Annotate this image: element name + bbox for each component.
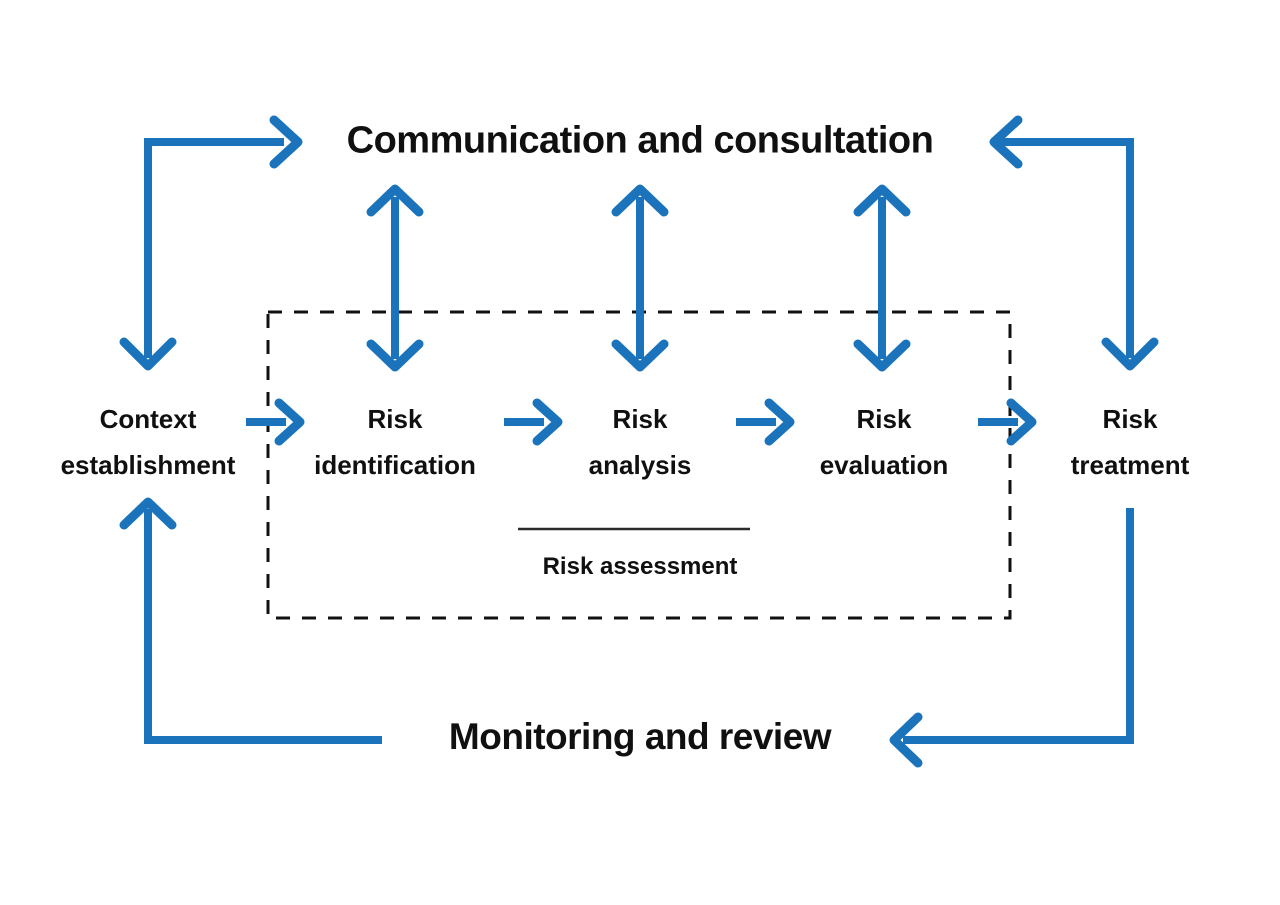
down-arrow-icon — [366, 339, 424, 372]
bottom-left-connector-line — [144, 509, 382, 744]
step-risk-evaluation: Risk evaluation — [820, 396, 949, 488]
up-arrow-icon — [119, 497, 177, 530]
down-arrow-icon — [853, 339, 911, 372]
step-label-line2: treatment — [1070, 450, 1190, 480]
step-context-establishment: Context establishment — [61, 396, 236, 488]
up-arrow-icon — [611, 184, 669, 217]
title-monitoring-and-review: Monitoring and review — [448, 716, 832, 757]
step-risk-treatment: Risk treatment — [1071, 396, 1189, 488]
step-label-line1: Risk — [1102, 404, 1158, 434]
step-label-line2: establishment — [60, 450, 236, 480]
step-label-line2: identification — [314, 450, 476, 480]
step-risk-analysis: Risk analysis — [589, 396, 692, 488]
right-arrow-icon — [764, 398, 795, 446]
step-label-line1: Risk — [367, 404, 423, 434]
up-arrow-icon — [366, 184, 424, 217]
right-arrow-icon — [1006, 398, 1037, 446]
step-label-line2: analysis — [588, 450, 692, 480]
step-label-line1: Context — [99, 404, 197, 434]
risk-assessment-group-label: Risk assessment — [542, 553, 738, 580]
left-arrow-icon — [989, 115, 1023, 169]
bottom-right-connector-line — [903, 508, 1134, 744]
step-label-line1: Risk — [856, 404, 912, 434]
up-arrow-icon — [853, 184, 911, 217]
top-left-connector-line — [144, 138, 284, 358]
down-arrow-icon — [611, 339, 669, 372]
right-arrow-icon — [532, 398, 563, 446]
title-communication-and-consultation: Communication and consultation — [346, 119, 934, 162]
left-arrow-icon — [889, 712, 923, 768]
step-label-line2: evaluation — [819, 450, 949, 480]
step-label-line1: Risk — [612, 404, 668, 434]
right-arrow-icon — [269, 115, 303, 169]
down-arrow-icon — [1101, 337, 1159, 371]
right-arrow-icon — [274, 398, 305, 446]
step-risk-identification: Risk identification — [314, 396, 476, 488]
top-right-connector-line — [996, 138, 1134, 358]
down-arrow-icon — [119, 337, 177, 371]
